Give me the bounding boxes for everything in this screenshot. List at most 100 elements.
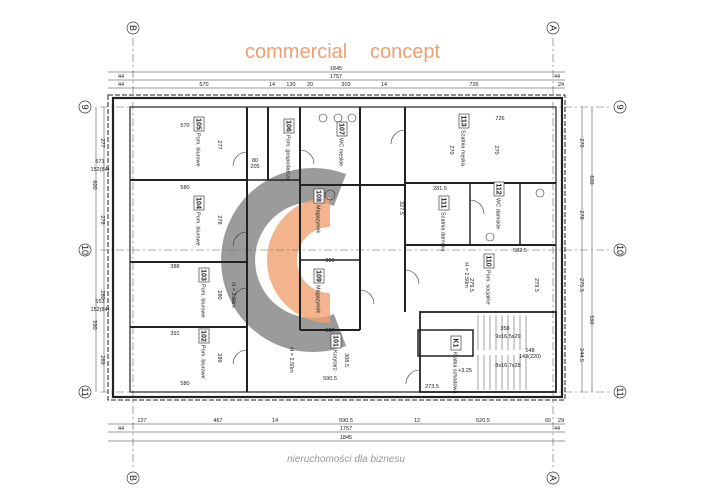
room-name: Pom. biurowe xyxy=(200,345,206,379)
interior-dimension: 8x16.7x28 xyxy=(495,363,520,369)
interior-dimension: H = 2.50m xyxy=(463,262,469,288)
room-number-box xyxy=(483,253,495,269)
interior-dimension: 570 xyxy=(180,123,189,129)
dim-right-segment: 275.5 xyxy=(578,278,584,292)
dim-left-segment: 289 xyxy=(99,355,105,364)
dim-top-segment: 726 xyxy=(469,82,478,88)
room-number-box xyxy=(193,116,205,132)
dim-top-segment: 130 xyxy=(286,82,295,88)
room-name: Pom. biurowe xyxy=(195,133,201,167)
dim-bottom-segment: 127 xyxy=(137,418,146,424)
dim-top-segment: 24 xyxy=(558,82,564,88)
room-number: 108 xyxy=(315,190,322,202)
interior-dimension: 148 xyxy=(525,348,534,354)
stair-treads xyxy=(477,315,527,390)
room-name: Pom. biurowe xyxy=(195,212,201,246)
interior-dimension: 281.5 xyxy=(433,186,447,192)
axis-label-11-right: 11 xyxy=(615,387,625,396)
dim-bottom-segment: 590.5 xyxy=(339,418,353,424)
interior-dimension: 358 xyxy=(500,326,509,332)
room-number-box xyxy=(313,188,325,204)
interior-dimension: 279.5 xyxy=(468,278,474,292)
room-number-box xyxy=(493,181,505,197)
dim-right-overall-top: 600 xyxy=(588,175,594,184)
dim-top-side-b: 44 xyxy=(554,74,560,80)
axis-label-b-bottom: B xyxy=(128,475,138,481)
dim-top-segment: 303 xyxy=(341,82,350,88)
dim-bottom-segment: 65 xyxy=(545,418,551,424)
room-label-112: 112 WC damskie xyxy=(493,181,505,229)
axis-label-9-right: 9 xyxy=(615,104,625,109)
dim-left-note: 553 xyxy=(95,299,104,305)
room-number: 113 xyxy=(460,115,467,126)
interior-dimension: +3.25 xyxy=(458,368,472,374)
room-number-box xyxy=(458,113,470,129)
room-number: 104 xyxy=(195,197,202,209)
dim-left-note: 152(84) xyxy=(91,167,110,173)
dim-top-segment: 570 xyxy=(199,82,208,88)
interior-dimension: H = 2.50m xyxy=(288,347,294,373)
axis-grid xyxy=(100,38,610,468)
watermark-logo xyxy=(221,168,347,352)
axis-label-10-right: 10 xyxy=(615,245,625,255)
room-name: WC męskie xyxy=(338,138,344,166)
watermark-tagline: nieruchomości dla biznesu xyxy=(287,454,405,465)
dim-top-segment: 20 xyxy=(307,82,313,88)
dim-left-segment: 280 xyxy=(99,290,105,299)
dim-top-inner: 1757 xyxy=(330,74,342,80)
interior-dimension: 580 xyxy=(180,381,189,387)
room-number: 101 xyxy=(332,335,339,347)
room-number-box xyxy=(336,121,348,137)
dim-bottom-inner: 1757 xyxy=(340,426,352,432)
interior-dimension: 80 xyxy=(252,158,258,164)
room-name: Szatnia męska xyxy=(460,130,466,167)
axis-label-10-left: 10 xyxy=(80,245,90,255)
room-number: 105 xyxy=(195,118,202,130)
interior-dimension: 270 xyxy=(448,145,454,154)
interior-dimension: 289 xyxy=(216,353,222,362)
room-number-box xyxy=(438,195,450,211)
room-number: 111 xyxy=(440,198,447,209)
dim-right-segment: 278 xyxy=(578,210,584,219)
dim-bottom-segment: 467 xyxy=(213,418,222,424)
room-name: Pom. biurowe xyxy=(200,284,206,318)
dim-left-overall-bottom: 590 xyxy=(91,320,97,329)
interior-dimension: 279.5 xyxy=(533,278,539,292)
dim-bottom-segment: 29 xyxy=(558,418,564,424)
room-name: Pom. socjalne xyxy=(485,270,491,305)
dim-bottom-segment: 520.5 xyxy=(476,418,490,424)
dim-bottom-segment: 14 xyxy=(272,418,278,424)
interior-dimension: 391 xyxy=(170,331,179,337)
axis-label-a-bottom: A xyxy=(548,475,558,481)
room-number: 110 xyxy=(485,255,492,266)
dim-left-overall-top: 600 xyxy=(91,180,97,189)
room-number: K1 xyxy=(452,339,459,348)
walls xyxy=(107,94,566,401)
room-number: 112 xyxy=(495,183,502,194)
interior-dimension: 278 xyxy=(216,215,222,224)
room-name: Pom. gospodarcze xyxy=(285,135,291,181)
dim-bottom-side-a: 44 xyxy=(118,426,124,432)
interior-dimension: 205 xyxy=(250,164,259,170)
room-name: WC damskie xyxy=(495,198,501,229)
axis-label-a-top: A xyxy=(548,25,558,31)
room-number: 103 xyxy=(200,269,207,281)
axis-labels xyxy=(78,21,627,485)
room-name: Korytarz xyxy=(332,350,338,371)
dim-left-segment: 277 xyxy=(99,138,105,147)
dim-left-note: 571 xyxy=(95,159,104,165)
axis-label-11-left: 11 xyxy=(80,387,90,396)
watermark-line2: concept xyxy=(370,41,440,63)
interior-dimension: 726 xyxy=(495,116,504,122)
dim-right-overall-bottom: 590 xyxy=(588,315,594,324)
